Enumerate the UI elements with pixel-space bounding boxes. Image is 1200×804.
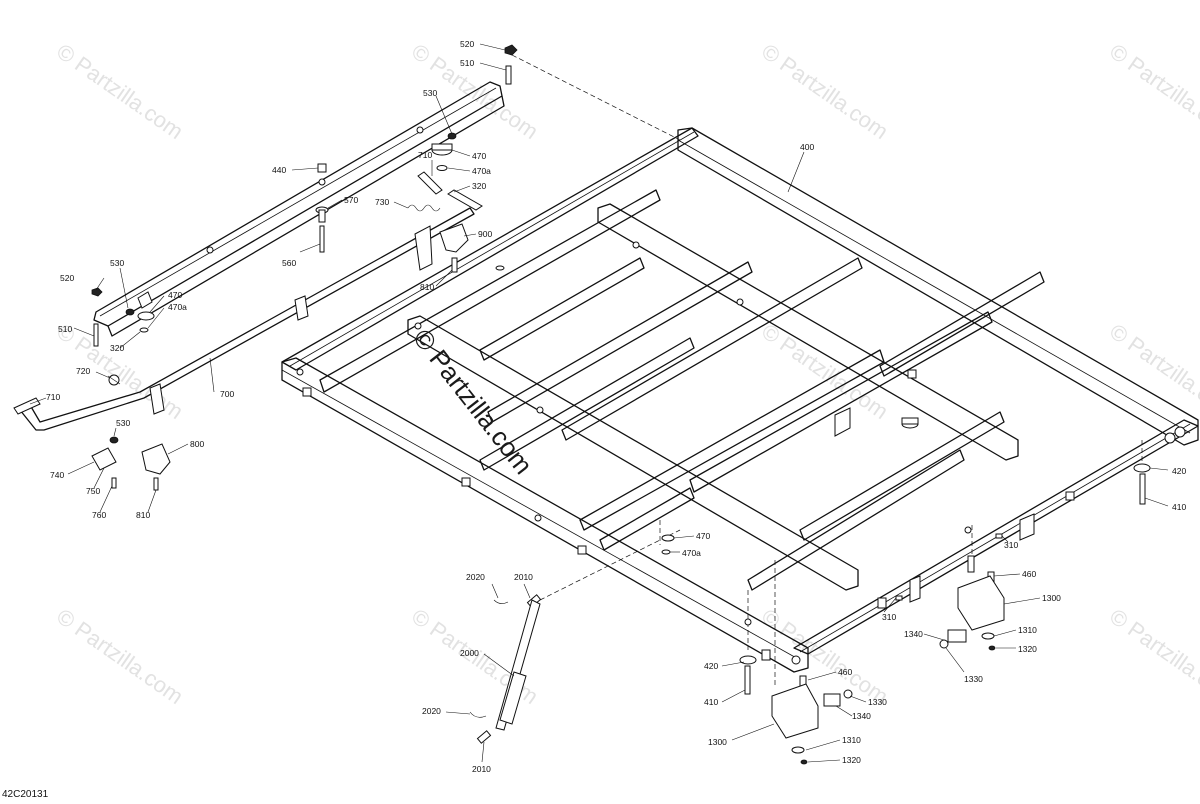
callout-label: 400	[800, 142, 814, 152]
callout-label: 310	[1004, 540, 1018, 550]
callout-label: 730	[375, 197, 389, 207]
callout-label: 1340	[904, 629, 923, 639]
callout-label: 1310	[1018, 625, 1037, 635]
watermark: © Partzilla.com	[1105, 319, 1200, 425]
callout-label: 510	[460, 58, 474, 68]
callout-label: 560	[282, 258, 296, 268]
callout-label: 2020	[466, 572, 485, 582]
callout-label: 700	[220, 389, 234, 399]
callout-label: 470a	[682, 548, 701, 558]
callout-label: 320	[110, 343, 124, 353]
callout-label: 530	[110, 258, 124, 268]
latch-rod	[13, 207, 475, 431]
callout-label: 1320	[842, 755, 861, 765]
watermark: © Partzilla.com	[52, 604, 188, 710]
callout-label: 810	[136, 510, 150, 520]
watermark: © Partzilla.com	[757, 39, 893, 145]
callout-label: 420	[1172, 466, 1186, 476]
callout-label: 2010	[514, 572, 533, 582]
callout-label: 1320	[1018, 644, 1037, 654]
callout-label: 760	[92, 510, 106, 520]
callout-labels: 520 510 530 470 470a 710 320 440 570 730…	[46, 39, 1186, 774]
callout-label: 320	[472, 181, 486, 191]
callout-label: 1330	[964, 674, 983, 684]
callout-label: 470a	[168, 302, 187, 312]
callout-label: 470	[472, 151, 486, 161]
callout-label: 470	[168, 290, 182, 300]
callout-label: 710	[46, 392, 60, 402]
callout-label: 460	[1022, 569, 1036, 579]
callout-label: 710	[418, 150, 432, 160]
callout-label: 1300	[1042, 593, 1061, 603]
callout-label: 530	[423, 88, 437, 98]
callout-label: 470a	[472, 166, 491, 176]
diagram-code: 42C20131	[2, 789, 49, 800]
callout-label: 570	[344, 195, 358, 205]
watermark: © Partzilla.com	[52, 39, 188, 145]
callout-label: 740	[50, 470, 64, 480]
callout-label: 420	[704, 661, 718, 671]
callout-label: 2020	[422, 706, 441, 716]
callout-label: 470	[696, 531, 710, 541]
callout-label: 520	[60, 273, 74, 283]
callout-label: 410	[1172, 502, 1186, 512]
callout-label: 810	[420, 282, 434, 292]
watermark-layer: © Partzilla.com © Partzilla.com © Partzi…	[52, 39, 1200, 710]
callout-label: 310	[882, 612, 896, 622]
callout-label: 750	[86, 486, 100, 496]
callout-label: 2000	[460, 648, 479, 658]
callout-label: 1310	[842, 735, 861, 745]
callout-label: 1340	[852, 711, 871, 721]
callout-label: 720	[76, 366, 90, 376]
watermark: © Partzilla.com	[52, 319, 188, 425]
watermark: © Partzilla.com	[757, 604, 893, 710]
watermark: © Partzilla.com	[1105, 604, 1200, 710]
leader-lines	[29, 43, 1169, 763]
callout-label: 2010	[472, 764, 491, 774]
callout-label: 530	[116, 418, 130, 428]
callout-label: 900	[478, 229, 492, 239]
watermark: © Partzilla.com	[1105, 39, 1200, 145]
callout-label: 520	[460, 39, 474, 49]
callout-label: 510	[58, 324, 72, 334]
callout-label: 440	[272, 165, 286, 175]
callout-label: 1330	[868, 697, 887, 707]
upper-side-rail	[93, 81, 505, 337]
callout-label: 460	[838, 667, 852, 677]
callout-label: 1300	[708, 737, 727, 747]
fasteners-and-brackets	[91, 44, 1151, 765]
main-frame	[281, 127, 1199, 673]
callout-label: 410	[704, 697, 718, 707]
callout-label: 800	[190, 439, 204, 449]
